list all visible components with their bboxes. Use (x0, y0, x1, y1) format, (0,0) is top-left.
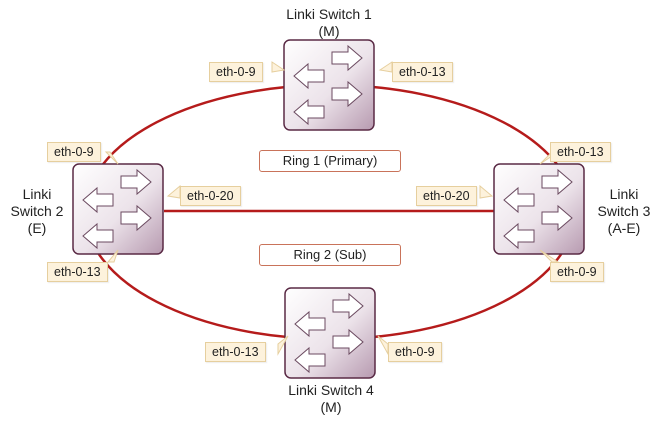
port-label-s1-eth-0-13: eth-0-13 (392, 62, 453, 82)
switch-4-name: Linki Switch 4 (288, 382, 374, 398)
port-label-s3-eth-0-13: eth-0-13 (550, 142, 611, 162)
switch-3-name-line1: Linki (609, 186, 639, 202)
port-label-s2-eth-0-9: eth-0-9 (47, 142, 101, 162)
network-switch-icon (493, 163, 585, 255)
port-label-s3-eth-0-20: eth-0-20 (416, 186, 477, 206)
port-label-s4-eth-0-9: eth-0-9 (388, 342, 442, 362)
port-label-s1-eth-0-9: eth-0-9 (209, 62, 263, 82)
switch-3[interactable] (493, 163, 585, 255)
switch-4-role: (M) (320, 399, 342, 415)
switch-1-label: Linki Switch 1 (M) (274, 6, 384, 40)
port-label-s4-eth-0-13: eth-0-13 (205, 342, 266, 362)
port-label-s2-eth-0-20: eth-0-20 (180, 186, 241, 206)
switch-4-label: Linki Switch 4 (M) (276, 382, 386, 416)
switch-1[interactable] (283, 39, 375, 131)
ring-2-label: Ring 2 (Sub) (259, 244, 401, 266)
switch-3-name-line2: Switch 3 (597, 203, 651, 219)
switch-3-role: (A-E) (607, 220, 641, 236)
network-switch-icon (72, 163, 164, 255)
switch-2-name-line1: Linki (22, 186, 52, 202)
switch-4[interactable] (284, 287, 376, 379)
switch-2-label: Linki Switch 2 (E) (4, 186, 70, 237)
port-label-s3-eth-0-9: eth-0-9 (550, 262, 604, 282)
switch-3-label: Linki Switch 3 (A-E) (592, 186, 656, 237)
switch-1-role: (M) (318, 23, 340, 39)
switch-2-name-line2: Switch 2 (10, 203, 64, 219)
network-switch-icon (283, 39, 375, 131)
network-switch-icon (284, 287, 376, 379)
switch-1-name: Linki Switch 1 (286, 6, 372, 22)
switch-2[interactable] (72, 163, 164, 255)
switch-2-role: (E) (27, 220, 47, 236)
port-label-s2-eth-0-13: eth-0-13 (47, 262, 108, 282)
ring-1-label: Ring 1 (Primary) (259, 150, 401, 172)
